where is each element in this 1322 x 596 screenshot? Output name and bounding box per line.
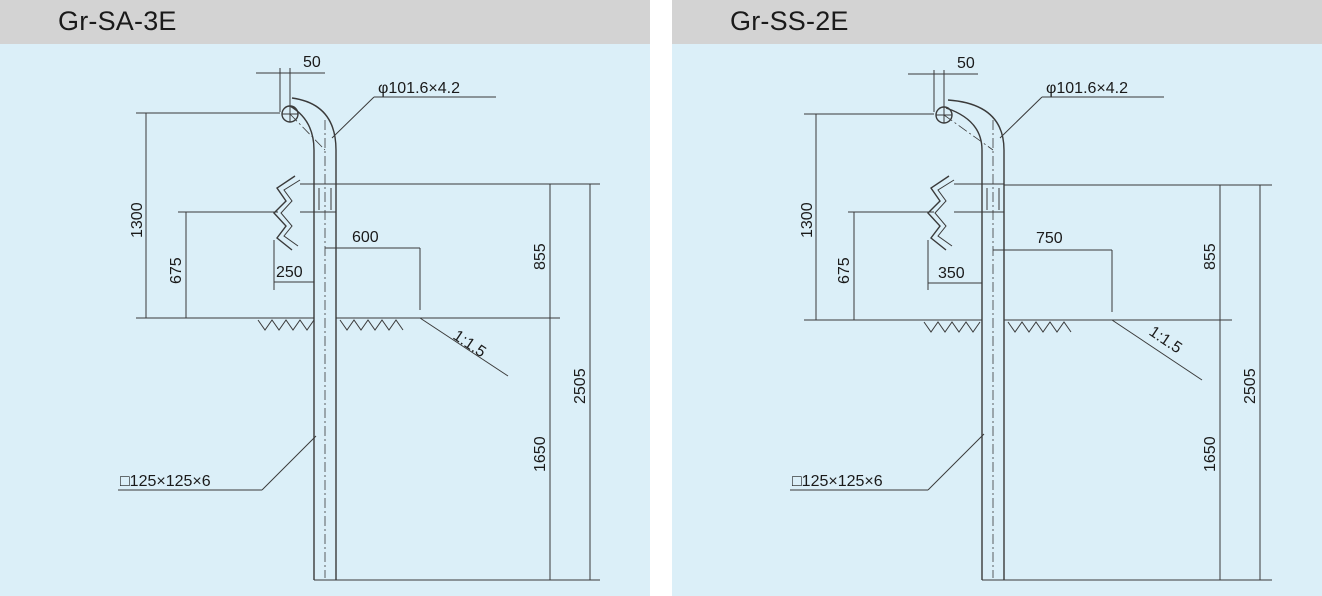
dim-lower-label: 1650 bbox=[532, 436, 549, 472]
post-spec-label: □125×125×6 bbox=[792, 473, 883, 490]
diagram-panel-gr-ss-2e: Gr-SS-2E bbox=[672, 0, 1322, 596]
panel-title: Gr-SA-3E bbox=[58, 6, 177, 36]
dim-total-height: 1300 bbox=[799, 113, 934, 321]
post-spec-callout: □125×125×6 bbox=[790, 433, 985, 491]
dim-beam-offset: 250 bbox=[273, 240, 314, 290]
dim-total-height-label: 1300 bbox=[799, 202, 816, 238]
panel-header: Gr-SA-3E bbox=[0, 0, 650, 44]
pipe-spec-callout: φ101.6×4.2 bbox=[331, 80, 496, 139]
dim-beam-height: 675 bbox=[836, 211, 934, 320]
dim-horizontal: 750 bbox=[993, 230, 1113, 312]
dim-horizontal: 600 bbox=[325, 229, 421, 310]
dim-horizontal-label: 750 bbox=[1036, 230, 1063, 247]
dim-horizontal-label: 600 bbox=[352, 229, 379, 246]
ground-line bbox=[248, 317, 509, 377]
guardrail-beam bbox=[273, 175, 314, 251]
dim-upper-label: 855 bbox=[1202, 243, 1219, 270]
guardrail-drawing: 50 φ101.6×4.2 1300 675 250 bbox=[118, 54, 600, 581]
guardrail-beam bbox=[927, 175, 982, 251]
slope-label: 1:1.5 bbox=[450, 327, 489, 361]
dim-total-label: 2505 bbox=[572, 368, 589, 404]
dim-beam-height-label: 675 bbox=[168, 257, 185, 284]
dim-total-label: 2505 bbox=[1242, 368, 1259, 404]
top-pipe bbox=[935, 99, 1005, 184]
panel-header: Gr-SS-2E bbox=[672, 0, 1322, 44]
dim-post-offset: 50 bbox=[908, 55, 978, 112]
steel-post bbox=[981, 120, 1005, 581]
dim-beam-offset: 350 bbox=[927, 240, 982, 290]
dim-beam-height-label: 675 bbox=[836, 257, 853, 284]
post-spec-label: □125×125×6 bbox=[120, 473, 211, 490]
diagram-panel-gr-sa-3e: Gr-SA-3E bbox=[0, 0, 650, 596]
panel-title: Gr-SS-2E bbox=[730, 6, 849, 36]
dim-upper-label: 855 bbox=[532, 243, 549, 270]
steel-post bbox=[313, 120, 337, 581]
ground-line bbox=[914, 319, 1203, 381]
dim-right: 855 1650 2505 bbox=[336, 183, 600, 581]
dim-post-offset-label: 50 bbox=[957, 55, 975, 72]
slope-label: 1:1.5 bbox=[1146, 323, 1185, 357]
pipe-spec-callout: φ101.6×4.2 bbox=[999, 80, 1164, 139]
dim-beam-offset-label: 250 bbox=[276, 264, 303, 281]
top-pipe bbox=[281, 97, 337, 184]
dim-post-offset-label: 50 bbox=[303, 54, 321, 71]
pipe-spec-label: φ101.6×4.2 bbox=[378, 80, 460, 97]
guardrail-drawing: 50 φ101.6×4.2 1300 675 350 750 bbox=[790, 55, 1272, 581]
dim-total-height-label: 1300 bbox=[129, 202, 146, 238]
post-spec-callout: □125×125×6 bbox=[118, 435, 317, 491]
dim-beam-offset-label: 350 bbox=[938, 265, 965, 282]
dim-right: 855 1650 2505 bbox=[1004, 184, 1272, 581]
dim-beam-height: 675 bbox=[168, 211, 278, 318]
dim-lower-label: 1650 bbox=[1202, 436, 1219, 472]
dim-total-height: 1300 bbox=[129, 112, 280, 319]
pipe-spec-label: φ101.6×4.2 bbox=[1046, 80, 1128, 97]
dim-post-offset: 50 bbox=[256, 54, 325, 112]
